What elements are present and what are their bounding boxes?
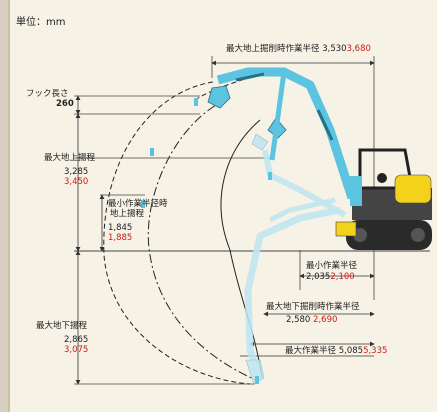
bucket-pos-marker [255, 376, 259, 384]
min-radius-long: 2,100 [330, 272, 355, 282]
ghost-arm-mid [251, 133, 347, 218]
max-reach-ground-standard: 3,530 [322, 44, 347, 54]
reach-at-depth-label: 最大地下掘削時作業半径 [266, 302, 360, 312]
max-reach-ground-label: 最大地上掘削時作業半径 3,5303,680 [226, 44, 371, 54]
max-reach-label-row: 最大作業半径 5,0855,335 [285, 347, 387, 356]
min-radius-height-long: 1,885 [108, 233, 133, 243]
min-radius-height-label-1: 最小作業半径時 [108, 199, 168, 209]
max-reach-ground-long: 3,680 [346, 44, 371, 54]
bucket-pos-marker [194, 98, 198, 106]
main-arm [207, 67, 357, 200]
hook-length-label: フック長さ [26, 89, 69, 99]
min-radius-height-label-2: 地上揚程 [110, 209, 145, 219]
min-radius-height-standard: 1,845 [108, 223, 133, 233]
min-radius-values: 2,0352,100 [306, 273, 355, 282]
bucket-pos-marker [141, 200, 145, 208]
reach-at-depth-long: 2,690 [313, 315, 338, 325]
range-envelope-outer [103, 81, 251, 385]
max-reach-long: 5,335 [363, 346, 388, 356]
reach-at-depth-standard: 2,580 [286, 315, 311, 325]
excavator-machine [335, 148, 432, 250]
max-reach-standard: 5,085 [338, 346, 364, 356]
max-depth-standard: 2,865 [64, 335, 89, 345]
unit-label: 単位：mm [16, 17, 66, 28]
reach-at-depth-values: 2,580 2,690 [286, 316, 337, 325]
min-radius-label: 最小作業半径 [306, 261, 358, 271]
max-depth-label: 最大地下揚程 [36, 321, 88, 331]
max-dig-height-long: 3,450 [64, 177, 89, 187]
range-envelope-min [220, 119, 263, 379]
hook-length-value: 260 [56, 99, 74, 109]
max-reach-label: 最大作業半径 [285, 346, 337, 356]
min-radius-standard: 2,035 [306, 272, 331, 282]
max-dig-height-label: 最大地上揚程 [44, 153, 96, 163]
max-dig-height-standard: 3,285 [64, 167, 89, 177]
bucket-pos-marker [150, 148, 154, 156]
bucket-pos-marker [268, 172, 272, 180]
max-depth-long: 3,075 [64, 345, 89, 355]
range-envelope-inner [147, 97, 257, 381]
